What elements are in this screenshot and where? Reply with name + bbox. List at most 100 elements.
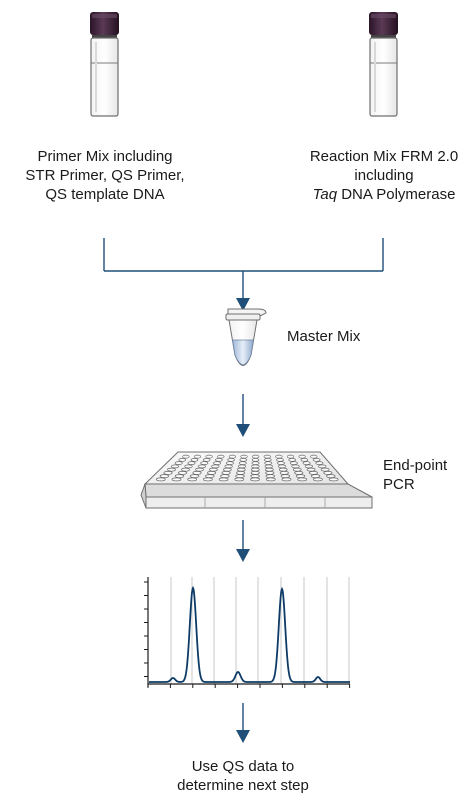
plate-well bbox=[234, 477, 245, 482]
plate-well bbox=[304, 464, 314, 469]
plate-well bbox=[211, 464, 220, 469]
plate-well bbox=[302, 461, 311, 465]
plate-well bbox=[215, 458, 223, 462]
plate-well bbox=[250, 471, 260, 475]
pcr-plate-icon bbox=[140, 451, 373, 509]
plate-well bbox=[189, 474, 200, 478]
plate-well bbox=[235, 474, 245, 478]
plate-well bbox=[306, 467, 316, 472]
primer-mix-label: Primer Mix including STR Primer, QS Prim… bbox=[0, 147, 210, 204]
plate-well bbox=[236, 467, 246, 472]
master-mix-tube-icon bbox=[225, 308, 267, 366]
primer-mix-vial-icon bbox=[90, 12, 119, 117]
plate-well bbox=[323, 471, 333, 475]
plate-well bbox=[310, 454, 318, 459]
plate-well bbox=[291, 464, 300, 469]
plate-well bbox=[292, 467, 302, 472]
plate-well bbox=[155, 477, 166, 482]
reaction-mix-vial-icon bbox=[369, 12, 398, 117]
plate-well bbox=[281, 477, 292, 482]
plate-well bbox=[298, 454, 306, 459]
plate-well bbox=[167, 467, 176, 472]
plate-well bbox=[275, 454, 283, 459]
plate-well bbox=[250, 467, 260, 472]
plate-well bbox=[280, 474, 291, 478]
plate-well bbox=[308, 471, 318, 475]
plate-well bbox=[265, 471, 275, 475]
plate-well bbox=[251, 461, 260, 465]
plate-well bbox=[174, 474, 185, 478]
plate-well bbox=[187, 477, 198, 482]
plate-well bbox=[278, 467, 288, 472]
pcr-label: End-point PCR bbox=[383, 456, 447, 494]
qs-trace-line bbox=[149, 585, 350, 683]
reaction-mix-label-line-3: Taq DNA Polymerase bbox=[295, 185, 473, 204]
plate-well bbox=[276, 458, 284, 462]
plate-well bbox=[218, 477, 229, 482]
taq-label: Taq bbox=[312, 186, 338, 203]
plate-well bbox=[238, 461, 247, 465]
plate-well bbox=[263, 458, 272, 462]
plate-well bbox=[177, 471, 188, 475]
qs-electropherogram bbox=[144, 577, 351, 688]
plate-well bbox=[286, 454, 295, 459]
plate-well bbox=[224, 464, 233, 469]
master-mix-label: Master Mix bbox=[287, 328, 361, 345]
plate-well bbox=[318, 464, 327, 469]
plate-well bbox=[223, 467, 232, 472]
plate-well bbox=[239, 458, 248, 462]
plate-well bbox=[277, 461, 285, 465]
plate-well bbox=[312, 458, 321, 462]
plate-well bbox=[236, 471, 246, 475]
pcr-label-line-2: PCR bbox=[383, 476, 415, 493]
plate-well bbox=[203, 477, 213, 482]
arrow-down-icon bbox=[236, 730, 250, 743]
plate-well bbox=[195, 467, 204, 472]
plate-well bbox=[187, 461, 196, 465]
primer-mix-label-line-1: Primer Mix including bbox=[37, 148, 173, 165]
plate-well bbox=[294, 471, 304, 475]
plate-well bbox=[251, 464, 260, 469]
plate-well bbox=[288, 458, 297, 462]
plate-well bbox=[163, 471, 173, 475]
plate-well bbox=[209, 467, 218, 472]
plate-well bbox=[178, 458, 187, 462]
polymerase-label: DNA Polymerase bbox=[337, 186, 456, 203]
plate-well bbox=[263, 454, 271, 459]
arrow-down-icon bbox=[236, 424, 250, 437]
plate-well bbox=[217, 454, 225, 459]
plate-well bbox=[190, 458, 199, 462]
plate-well bbox=[297, 477, 308, 482]
result-label-line-2: determine next step bbox=[177, 777, 309, 794]
reaction-mix-label: Reaction Mix FRM 2.0 including Taq DNA P… bbox=[295, 147, 473, 204]
plate-well bbox=[265, 477, 276, 482]
plate-well bbox=[213, 461, 222, 465]
result-label-line-1: Use QS data to bbox=[191, 758, 295, 775]
arrow-down-icon bbox=[236, 298, 250, 311]
pcr-label-line-1: End-point bbox=[383, 457, 448, 474]
plate-well bbox=[289, 461, 298, 465]
plate-well bbox=[237, 464, 247, 469]
plate-well bbox=[277, 464, 287, 469]
plate-well bbox=[182, 454, 190, 459]
plate-well bbox=[240, 454, 248, 459]
plate-well bbox=[279, 471, 289, 475]
plate-well bbox=[205, 474, 215, 478]
merge-connector bbox=[103, 238, 384, 298]
plate-well bbox=[171, 477, 182, 482]
plate-well bbox=[202, 458, 211, 462]
plate-well bbox=[300, 458, 309, 462]
primer-mix-label-line-2: STR Primer, QS Primer, bbox=[25, 167, 185, 184]
arrow-down-icon bbox=[236, 549, 250, 562]
plate-well bbox=[250, 477, 260, 482]
plate-well bbox=[264, 467, 274, 472]
plate-well bbox=[328, 477, 339, 482]
primer-mix-label-line-3: QS template DNA bbox=[45, 186, 165, 203]
plate-well bbox=[159, 474, 170, 478]
plate-well bbox=[225, 461, 234, 465]
plate-well bbox=[205, 454, 213, 459]
plate-well bbox=[220, 474, 230, 478]
plate-well bbox=[227, 458, 235, 462]
